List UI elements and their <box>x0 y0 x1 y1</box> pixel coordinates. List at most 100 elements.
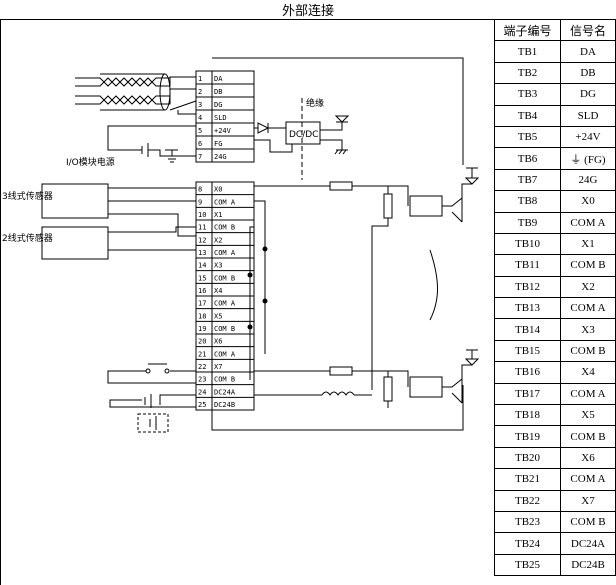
terminal-number-cell: TB2 <box>494 61 561 85</box>
terminal-signal: DA <box>214 75 223 83</box>
terminal-signal: DB <box>214 88 222 96</box>
signal-name-cell: 24G <box>560 168 616 192</box>
terminal-number-cell: TB15 <box>494 339 561 363</box>
terminal-number-cell: TB20 <box>494 446 561 470</box>
terminal-signal: X1 <box>214 211 222 219</box>
terminal-number: 19 <box>198 325 206 333</box>
terminal-number-cell: TB18 <box>494 404 561 427</box>
terminal-number: 21 <box>198 350 206 358</box>
signal-name-cell: COM B <box>560 510 616 534</box>
terminal-number-cell: TB13 <box>494 297 561 320</box>
signal-name-cell: X0 <box>560 190 616 213</box>
signal-name-cell: DA <box>560 40 616 63</box>
terminal-number: 12 <box>198 236 206 244</box>
signal-name-cell: COM A <box>560 297 616 320</box>
terminal-number-cell: TB7 <box>494 168 561 192</box>
signal-name-cell: DC24A <box>560 532 616 555</box>
signal-name-cell: X3 <box>560 318 616 341</box>
terminal-signal: X2 <box>214 236 222 244</box>
signal-name-cell: COM A <box>560 211 616 234</box>
terminal-number-cell: TB11 <box>494 254 561 277</box>
terminal-number-cell: TB3 <box>494 83 561 106</box>
dcdc-circuit <box>254 98 350 180</box>
terminal-number: 11 <box>198 224 206 232</box>
dcdc-label: DC/DC <box>289 130 318 140</box>
terminal-number-cell: TB23 <box>494 510 561 534</box>
terminal-number: 10 <box>198 211 206 219</box>
terminal-number: 9 <box>198 198 202 206</box>
terminal-number: 20 <box>198 338 206 346</box>
terminal-signal: COM B <box>214 224 235 232</box>
terminal-signal: 24G <box>214 153 227 161</box>
terminal-number: 24 <box>198 388 206 396</box>
terminal-signal: COM A <box>214 249 236 257</box>
terminal-signal: COM A <box>214 350 236 358</box>
terminal-number-cell: TB4 <box>494 104 561 127</box>
output-symbols <box>464 167 480 366</box>
terminal-number: 1 <box>198 75 202 83</box>
signal-name-cell: DC24B <box>560 553 616 577</box>
terminal-number: 6 <box>198 140 202 148</box>
signal-name-cell: +24V <box>560 125 616 149</box>
terminal-signal: COM A <box>214 198 236 206</box>
insulation-label: 绝缘 <box>306 97 324 109</box>
com-bus <box>249 200 266 380</box>
module-outline-bottom <box>211 385 464 431</box>
signal-name-cell: X2 <box>560 275 616 299</box>
terminal-number: 8 <box>198 186 202 194</box>
signal-name-cell: SLD <box>560 104 616 127</box>
terminal-number: 23 <box>198 376 206 384</box>
terminal-number: 3 <box>198 101 202 109</box>
page-title: 外部连接 <box>281 3 334 18</box>
dc24-supply <box>109 394 196 433</box>
terminal-number: 18 <box>198 312 206 320</box>
terminal-signal: X7 <box>214 363 222 371</box>
terminal-signal: DC24B <box>214 401 235 409</box>
terminal-number-cell: TB8 <box>494 190 561 213</box>
header-terminal-number: 端子编号 <box>494 18 561 42</box>
io-power-circuit <box>107 125 196 163</box>
terminal-signal: X0 <box>214 186 222 194</box>
terminal-signal: X6 <box>214 338 222 346</box>
io-power-label: I/O模块电源 <box>66 156 115 168</box>
terminal-number-cell: TB22 <box>494 489 561 512</box>
terminal-signal: X4 <box>214 287 222 295</box>
sensor2-label: 2线式传感器 <box>2 232 53 244</box>
terminal-signal: DG <box>214 101 222 109</box>
sensor3-label: 3线式传感器 <box>2 190 53 202</box>
terminal-number-cell: TB14 <box>494 318 561 341</box>
signal-name-cell: COM A <box>560 382 616 406</box>
table-row: TB6⏚ (FG) <box>494 147 616 170</box>
terminal-number: 14 <box>198 262 206 270</box>
terminal-number-cell: TB12 <box>494 275 561 299</box>
terminal-number-cell: TB10 <box>494 232 561 256</box>
terminal-signal: SLD <box>214 114 227 122</box>
signal-name-cell: DB <box>560 61 616 85</box>
terminal-number-cell: TB9 <box>494 211 561 234</box>
signal-name-cell: COM B <box>560 339 616 363</box>
terminal-number-cell: TB5 <box>494 125 561 149</box>
terminal-number-cell: TB17 <box>494 382 561 406</box>
terminal-signal: +24V <box>214 127 232 135</box>
switch-x7 <box>107 363 196 384</box>
omission-curve <box>429 249 438 321</box>
terminal-number: 5 <box>198 127 202 135</box>
module-outline-top <box>212 57 464 165</box>
